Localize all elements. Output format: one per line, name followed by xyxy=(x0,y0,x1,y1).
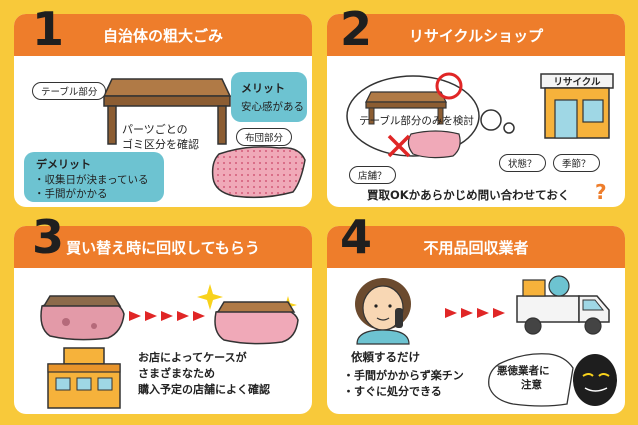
panel-4-number: 4 xyxy=(340,210,373,264)
merit-box: メリット 安心感がある xyxy=(231,72,307,122)
demerit-item-1: ・収集日が決まっている xyxy=(34,174,149,186)
warning-bubble xyxy=(488,353,617,407)
store-text-2: さまざまなため xyxy=(138,367,215,380)
old-kotatsu-icon xyxy=(40,295,125,341)
panel-2-header: リサイクルショップ xyxy=(327,14,625,56)
arrow-icon xyxy=(129,311,205,321)
panel-3-number: 3 xyxy=(32,210,65,264)
table-only-text: テーブル部分のみを検討 xyxy=(359,115,474,127)
warning-line-2: 注意 xyxy=(521,379,542,391)
shop-icon xyxy=(540,73,614,139)
warning-line-1: 悪徳業者に xyxy=(497,365,550,377)
panel-4-title: 不用品回収業者 xyxy=(423,238,529,257)
panel-3-title: 買い替え時に回収してもらう xyxy=(66,238,260,257)
question-mark: ? xyxy=(595,180,607,204)
merit-text: 安心感がある xyxy=(241,101,304,113)
panel-1: 自治体の粗大ごみ テーブル部分 布団部分 メリット 安心感がある パーツごとの … xyxy=(14,14,312,207)
panel-2-title: リサイクルショップ xyxy=(408,26,544,45)
inquiry-footer: 買取OKかあらかじめ問い合わせておく xyxy=(367,188,570,202)
futon-part-label: 布団部分 xyxy=(236,128,293,146)
parts-line-2: ゴミ区分を確認 xyxy=(122,138,199,151)
store-text-1: お店によってケースが xyxy=(138,351,247,364)
futon-icon xyxy=(211,146,306,199)
table-icon xyxy=(102,78,232,145)
parts-line-1: パーツごとの xyxy=(122,123,188,136)
truck-icon xyxy=(516,275,610,335)
panel-2: リサイクルショップ テーブル部分のみを検討 リサイクル 店舗？ 状態？ 季節？ … xyxy=(327,14,625,207)
bubble-season: 季節？ xyxy=(553,154,600,172)
new-kotatsu-icon xyxy=(214,301,299,345)
request-item-2: ・すぐに処分できる xyxy=(343,385,442,398)
panel-1-header: 自治体の粗大ごみ xyxy=(14,14,312,56)
bubble-store: 店舗？ xyxy=(349,166,396,184)
shop-sign: リサイクル xyxy=(553,77,601,88)
panel-3: 買い替え時に回収してもらう お店によってケースが さまざまなため 購入予定の店舗… xyxy=(14,226,312,414)
merit-title: メリット xyxy=(241,82,285,95)
woman-phone-icon xyxy=(355,278,411,345)
table-part-label: テーブル部分 xyxy=(32,82,107,100)
request-item-1: ・手間がかからず楽チン xyxy=(343,369,464,382)
panel-4-header: 不用品回収業者 xyxy=(327,226,625,268)
arrow-icon xyxy=(445,308,505,318)
store-text-3: 購入予定の店舗によく確認 xyxy=(138,383,270,396)
demerit-item-2: ・手間がかかる xyxy=(34,188,108,200)
thought-bubble xyxy=(346,72,515,159)
panel-3-header: 買い替え時に回収してもらう xyxy=(14,226,312,268)
panel-1-title: 自治体の粗大ごみ xyxy=(102,26,223,45)
bubble-condition: 状態？ xyxy=(499,154,546,172)
demerit-box: デメリット ・収集日が決まっている ・手間がかかる xyxy=(24,152,164,202)
store-icon xyxy=(47,347,121,409)
request-title: 依頼するだけ xyxy=(351,350,420,364)
panel-2-number: 2 xyxy=(340,2,373,56)
panel-1-number: 1 xyxy=(32,2,65,56)
panel-4: 不用品回収業者 依頼するだけ ・手間がかからず楽チン ・すぐに処分できる xyxy=(327,226,625,414)
demerit-title: デメリット xyxy=(36,158,91,171)
